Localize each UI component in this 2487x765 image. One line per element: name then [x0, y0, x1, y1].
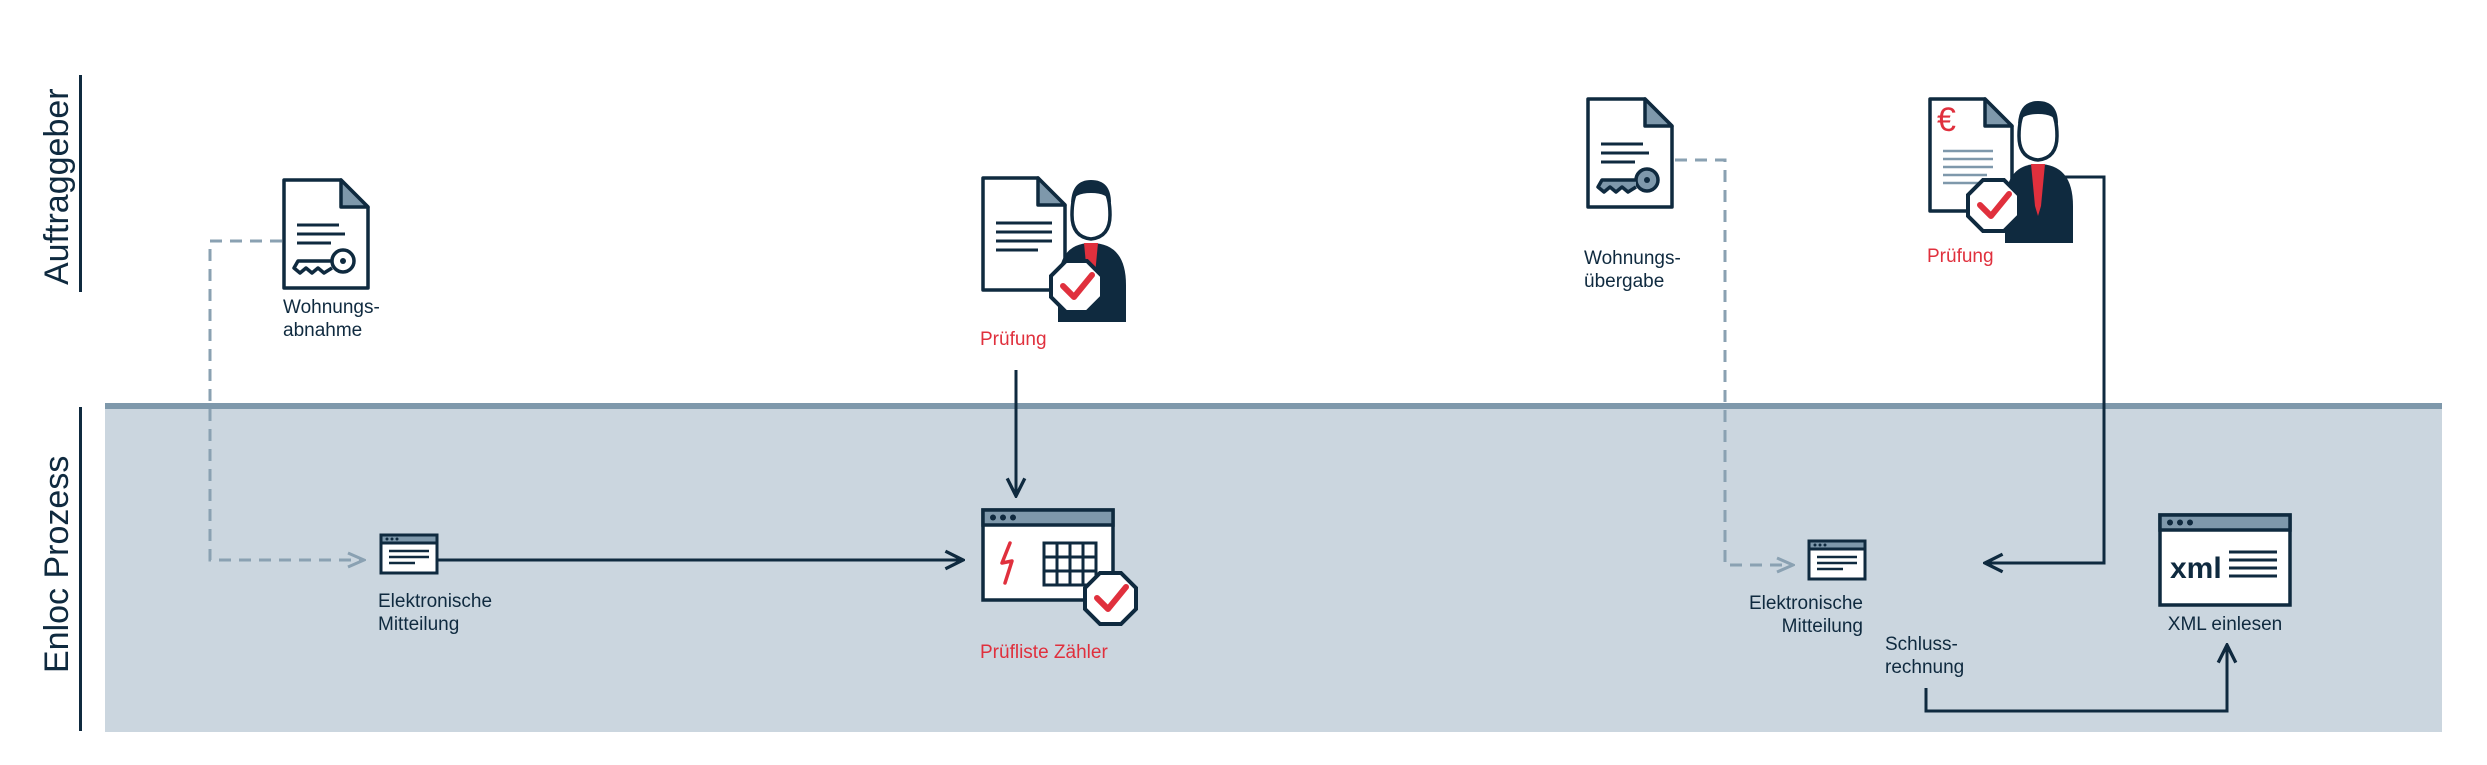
label-check-1: Prüfung: [980, 329, 1047, 350]
currency-symbol: €: [1937, 101, 1956, 139]
connector-handover-to-notice: [1675, 158, 1793, 565]
document-key-icon-2: [1586, 97, 1674, 209]
label-acceptance: Wohnungs-abnahme: [283, 297, 380, 341]
connector-acceptance-to-notice: [208, 239, 364, 560]
label-check-2: Prüfung: [1927, 246, 1994, 267]
connector-check2-to-invoice: [1985, 175, 2106, 563]
meter-checklist-window-icon: [981, 508, 1138, 626]
lane-divider-client: [79, 75, 82, 292]
process-lane-background: [105, 407, 2442, 732]
review-document-person-icon: [981, 176, 1126, 322]
document-key-icon: [282, 178, 370, 290]
browser-window-icon: [379, 533, 439, 575]
lane-divider-process: [79, 407, 82, 731]
process-lane-top-border: [105, 403, 2442, 409]
label-handover: Wohnungs-übergabe: [1584, 248, 1681, 292]
browser-window-icon-2: [1807, 539, 1867, 581]
label-final-invoice: Schluss-rechnung: [1885, 634, 1965, 678]
label-checklist: Prüfliste Zähler: [980, 642, 1108, 663]
xml-badge: xml: [2170, 552, 2222, 585]
connector-invoice-to-xml: [1924, 645, 2227, 713]
invoice-review-person-icon: €: [1928, 97, 2073, 243]
label-xml-import: XML einlesen: [2167, 614, 2283, 635]
xml-window-icon: xml: [2158, 513, 2292, 607]
